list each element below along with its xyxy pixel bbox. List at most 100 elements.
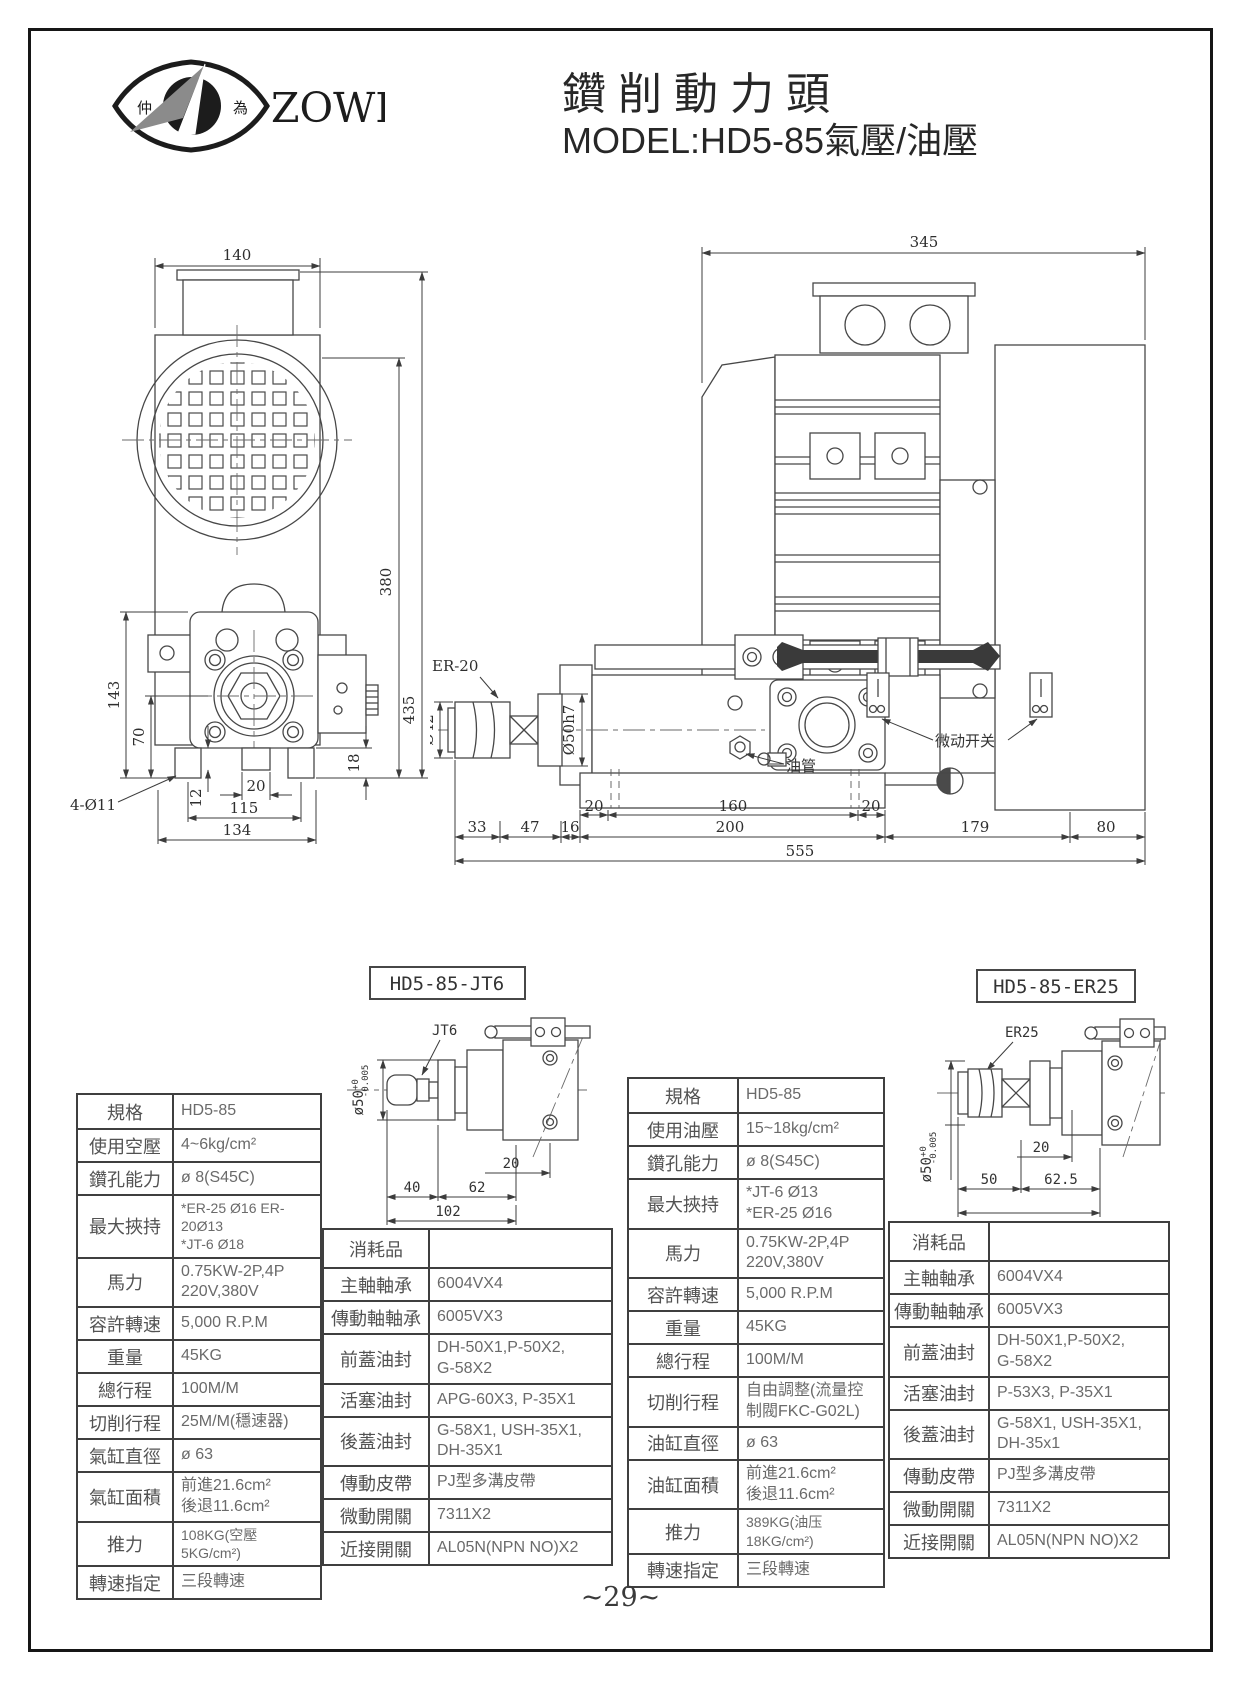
dim-slot-left: 20 [584,797,603,815]
er25-geometry [937,1018,1166,1158]
table-row: 使用油壓 15~18kg/cm² [629,1112,883,1145]
table-row: 近接開關 AL05N(NPN NO)X2 [324,1531,611,1565]
dia-value: ø50 [919,1157,935,1182]
consumable-value: DH-50X1,P-50X2, G-58X2 [997,1332,1126,1370]
spec-label: 切削行程 [78,1407,174,1439]
front-view-drawing: 140 435 380 143 70 18 12 20 115 134 4-Ø1… [70,246,428,844]
spec-value: 三段轉速 [746,1560,811,1578]
dim-motor-height: 380 [377,568,395,597]
dim-overall: 555 [786,842,815,860]
dia-tol-up: +0 [351,1079,361,1090]
side-view-drawing: 345 ER-20 Ø42 Ø50h7 油管 微动开关 20 160 20 33… [430,233,1146,865]
spec-label: 容許轉速 [78,1308,174,1340]
spec-value: 5,000 R.P.M [181,1314,268,1332]
consumable-value: DH-50X1,P-50X2, G-58X2 [437,1339,566,1377]
spec-label: 鑽孔能力 [78,1163,174,1194]
spec-value: 389KG(油压18KG/cm²) [746,1514,823,1549]
side-view-dimensions: 345 ER-20 Ø42 Ø50h7 油管 微动开关 20 160 20 33… [430,233,1146,865]
zoweei-logo: 仲 為 ZOWEEI [112,59,385,153]
consumable-value: 6005VX3 [437,1308,503,1326]
spec-label: 最大挾持 [78,1196,174,1257]
page-title: 鑽削動力頭 [562,70,842,119]
er25-title: HD5-85-ER25 [993,976,1119,998]
consumable-value: G-58X1, USH-35X1, DH-35x1 [997,1414,1142,1453]
table-row: 切削行程自由調整(流量控制閥FKC-G02L) [629,1376,883,1426]
dim-tenon-offset: 12 [187,788,205,807]
jt6-option-drawing: HD5-85-JT6 JT6 ø50+0-0.005 20 40 62 102 [347,966,591,1225]
consumable-value: 6005VX3 [997,1301,1063,1319]
spec-label: 總行程 [78,1374,174,1406]
jt6-title: HD5-85-JT6 [390,973,504,995]
empty-cell [430,1230,611,1267]
consumable-label: 前蓋油封 [890,1328,990,1376]
spec-value: ø 8(S45C) [746,1153,820,1171]
spec-value: 15~18kg/cm² [746,1120,839,1138]
dim-base-width: 134 [223,821,252,839]
spec-label: 使用油壓 [629,1114,739,1145]
consumables-title: 消耗品 [890,1223,990,1260]
consumable-label: 近接開關 [324,1533,430,1565]
dim-mount-holes: 4-Ø11 [70,796,116,814]
dim-tenon-width: 20 [246,777,265,795]
jt6-dim-a: 40 [404,1180,421,1196]
spec-label: 馬力 [629,1229,739,1278]
consumable-value: AL05N(NPN NO)X2 [437,1539,579,1557]
dia-tol-down: -0.005 [929,1132,939,1165]
consumable-value: P-53X3, P-35X1 [997,1383,1113,1401]
er25-title-box [976,969,1136,1003]
dim-width: 140 [223,246,252,264]
table-row: 氣缸面積前進21.6cm² 後退11.6cm² [78,1471,320,1521]
table-row: 鑽孔能力 ø 8(S45C) [629,1145,883,1178]
oil-pipe-label: 油管 [786,758,816,775]
dim-spindle-dia: Ø50h7 [560,705,578,756]
dim-b: 47 [520,818,539,836]
consumable-label: 主軸軸承 [324,1269,430,1300]
spec-label: 規格 [78,1095,174,1128]
dia-tol-up: +0 [919,1146,929,1157]
er25-dim-a: 50 [981,1172,998,1188]
dia-value: ø50 [351,1090,367,1115]
consumable-label: 傳動軸軸承 [324,1302,430,1333]
spec-value: ø 8(S45C) [181,1169,255,1187]
spec-label: 總行程 [629,1345,739,1377]
spindle-head-front-geometry [147,583,379,779]
consumable-label: 微動開關 [890,1493,990,1525]
consumable-label: 活塞油封 [324,1384,430,1416]
consumable-label: 前蓋油封 [324,1335,430,1383]
spec-label: 轉速指定 [78,1567,174,1599]
consumables-title: 消耗品 [324,1230,430,1267]
logo-sail-gray [130,66,204,132]
spec-value: 100M/M [746,1351,804,1369]
spec-value: 108KG(空壓5KG/cm²) [181,1526,258,1561]
spec-label: 馬力 [78,1258,174,1307]
spec-value: 0.75KW-2P,4P 220V,380V [181,1262,285,1301]
spec-label: 氣缸面積 [78,1473,174,1521]
table-row: 最大挾持*JT-6 Ø13 *ER-25 Ø16 [629,1178,883,1228]
spec-value: 前進21.6cm² 後退11.6cm² [181,1477,271,1515]
spec-label: 轉速指定 [629,1554,739,1586]
spec-label: 推力 [629,1510,739,1553]
spec-label: 鑽孔能力 [629,1147,739,1178]
dim-length: 345 [910,233,939,251]
power-head-side-geometry [438,634,1053,809]
spec-value: 自由調整(流量控制閥FKC-G02L) [746,1382,864,1420]
dim-base: 200 [716,818,745,836]
